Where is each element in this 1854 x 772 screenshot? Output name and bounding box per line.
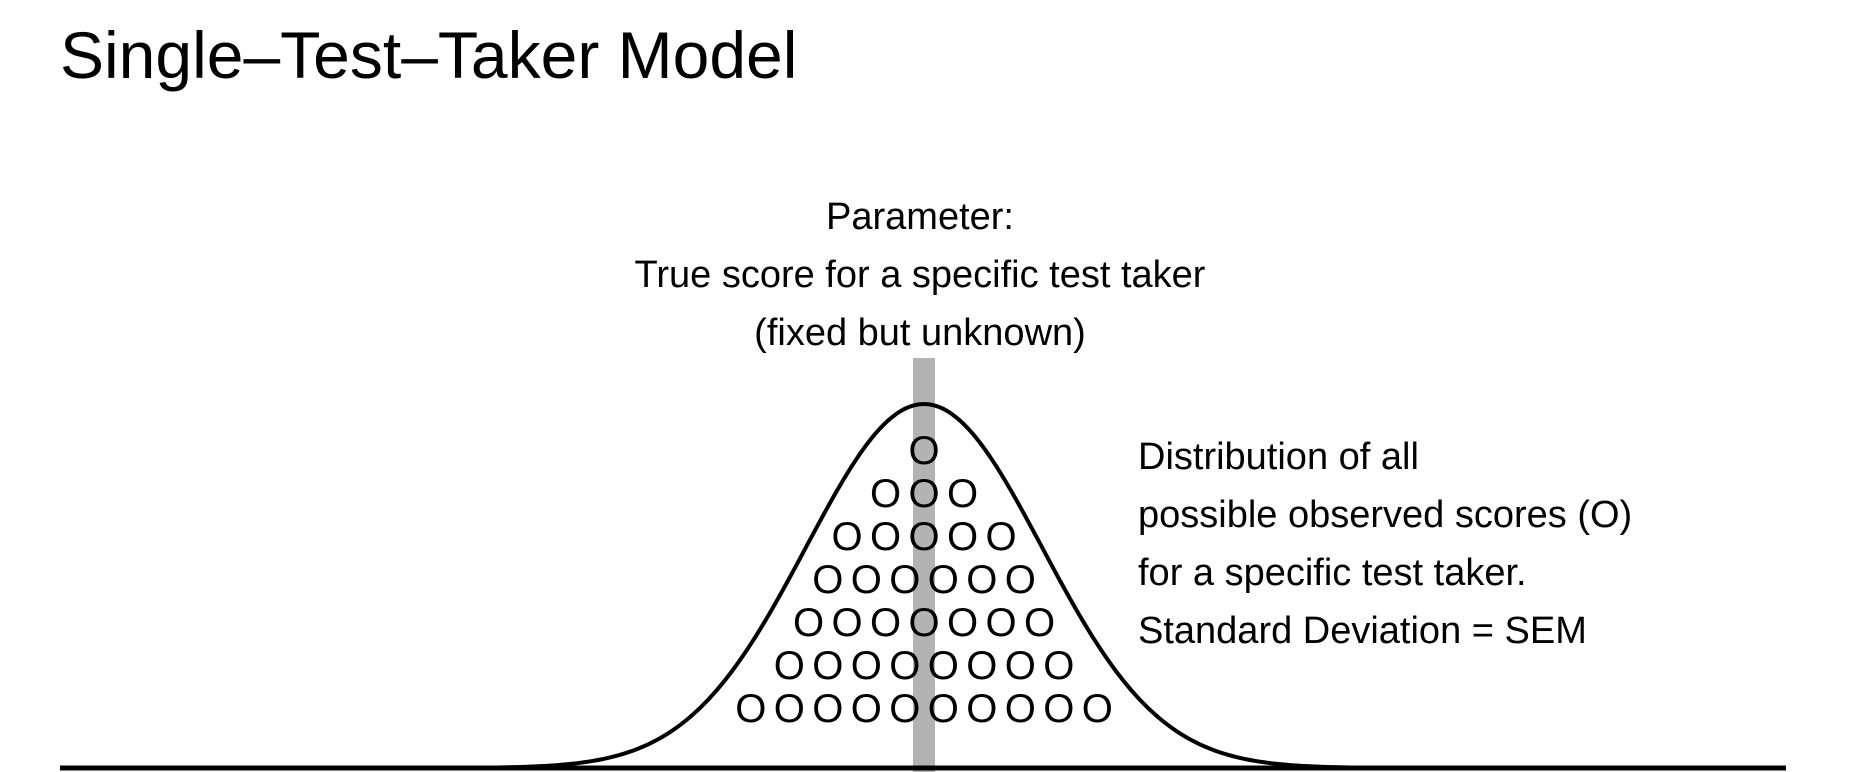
distribution-label-line-2: possible observed scores (O) [1138,494,1633,536]
observed-score-symbol: O [908,515,939,559]
observed-score-symbol: O [966,687,997,731]
observed-score-symbol: O [966,644,997,688]
observed-score-symbol: O [966,558,997,602]
parameter-label-line-1: Parameter: [826,196,1014,238]
observed-score-symbol: O [947,515,978,559]
observed-score-symbol: O [812,558,843,602]
observed-score-symbol: O [908,472,939,516]
observed-score-symbol: O [774,687,805,731]
observed-score-symbol: O [870,601,901,645]
distribution-curve [499,401,1349,770]
observed-score-symbol: O [870,472,901,516]
observed-score-symbol: O [985,601,1016,645]
distribution-label: Distribution of all possible observed sc… [1138,428,1632,660]
observed-score-symbol: O [851,644,882,688]
observed-score-symbol: O [831,601,862,645]
observed-score-symbol: O [1043,644,1074,688]
observed-score-symbol: O [928,644,959,688]
observed-score-symbol: O [851,558,882,602]
observed-score-symbol: O [928,558,959,602]
observed-score-symbol: O [889,644,920,688]
distribution-label-line-4: Standard Deviation = SEM [1138,610,1587,652]
observed-score-symbol: O [1082,687,1113,731]
true-score-line [913,358,935,772]
observed-score-symbol: O [793,601,824,645]
observed-score-symbol: O [831,515,862,559]
observed-score-symbol: O [908,429,939,473]
observed-score-symbol: O [1005,687,1036,731]
distribution-label-line-1: Distribution of all [1138,436,1419,478]
page-title: Single–Test–Taker Model [60,18,798,92]
parameter-label: Parameter: True score for a specific tes… [600,188,1240,362]
observed-score-symbol: O [851,687,882,731]
observed-score-symbol: O [947,472,978,516]
observed-score-symbol: O [947,601,978,645]
observed-score-symbol: O [1043,687,1074,731]
observed-score-symbol: O [1024,601,1055,645]
parameter-label-line-2: True score for a specific test taker [634,254,1206,296]
observed-score-symbol: O [1005,558,1036,602]
observed-score-symbol: O [985,515,1016,559]
observed-score-symbol: O [812,644,843,688]
observed-score-symbol: O [889,687,920,731]
observed-score-symbol: O [889,558,920,602]
observed-score-symbol: O [735,687,766,731]
observed-score-symbol: O [774,644,805,688]
observed-score-symbol: O [908,601,939,645]
observed-score-symbol: O [1005,644,1036,688]
observed-score-symbol: O [928,687,959,731]
observed-score-symbol: O [870,515,901,559]
parameter-label-line-3: (fixed but unknown) [754,312,1086,354]
observed-score-symbol: O [812,687,843,731]
distribution-label-line-3: for a specific test taker. [1138,552,1527,594]
